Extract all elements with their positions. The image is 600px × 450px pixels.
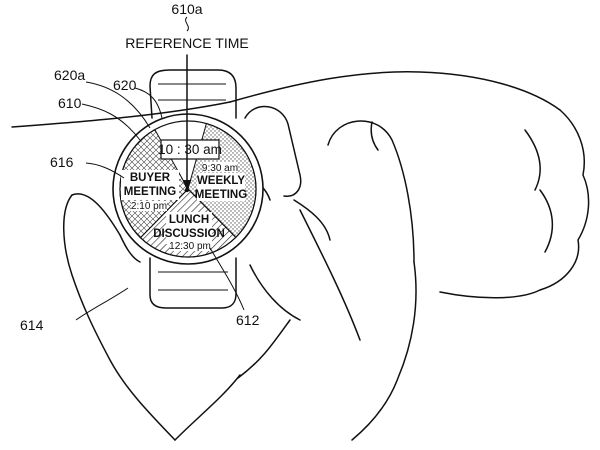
label-614: 614: [20, 317, 44, 333]
watch-band: [149, 69, 237, 309]
label-620: 620: [113, 77, 137, 93]
buyer-meeting-line2: MEETING: [124, 186, 176, 198]
forearm: [11, 71, 590, 299]
label-612: 612: [236, 312, 260, 328]
leader-lines: [75, 16, 245, 321]
label-610a: 610a: [171, 1, 202, 17]
weekly-meeting-time: 9:30 am: [202, 163, 238, 174]
weekly-meeting-line1: WEEKLY: [197, 175, 245, 187]
label-reference-time: REFERENCE TIME: [125, 35, 248, 51]
reference-arrow: [182, 54, 192, 193]
label-610: 610: [58, 95, 82, 111]
lunch-line1: LUNCH: [169, 214, 209, 226]
label-616: 616: [50, 154, 74, 170]
buyer-meeting-time: 2:10 pm: [131, 201, 167, 212]
reference-time-box: [160, 139, 220, 160]
reference-time-value: 10 : 30 am: [158, 142, 222, 157]
weekly-meeting-line2: MEETING: [195, 189, 247, 201]
lunch-time: 12:30 pm: [169, 241, 211, 252]
label-620a: 620a: [54, 67, 85, 83]
touching-hand: [63, 105, 417, 441]
buyer-meeting-line1: BUYER: [130, 172, 171, 184]
lunch-line2: DISCUSSION: [153, 228, 225, 240]
